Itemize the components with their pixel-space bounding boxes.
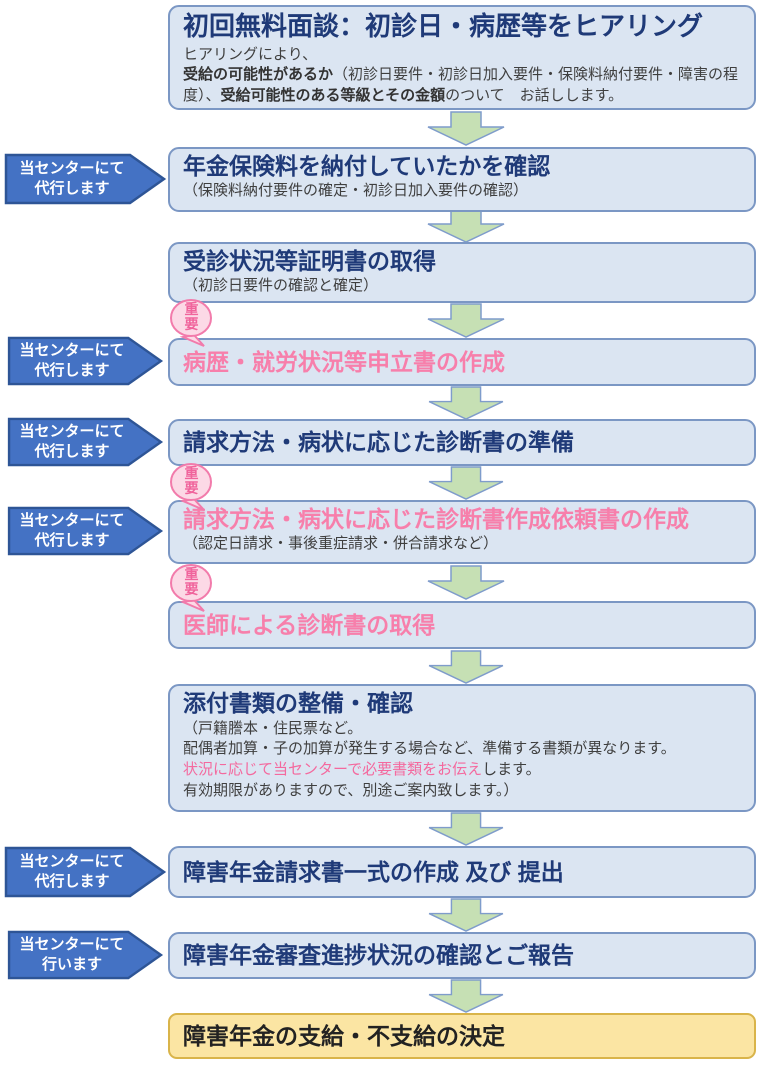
step-1-body-bold1: 受給の可能性があるか — [183, 66, 334, 84]
step-8-body-line3-highlight: 状況に応じて当センターで必要書類をお伝え — [183, 761, 483, 779]
agency-arrow-shape — [7, 930, 164, 980]
agency-label-line2: 代行します — [34, 443, 110, 460]
step-8-body-line3-rest: します。 — [482, 761, 541, 779]
step-box-7: 医師による診断書の取得 — [168, 601, 756, 649]
flow-arrow-icon — [428, 650, 504, 684]
important-stamp: 重要 — [168, 564, 214, 612]
flow-arrow-icon — [427, 111, 505, 146]
agency-label-line1: 当センターにて — [19, 511, 125, 529]
flow-arrow-icon — [428, 466, 504, 500]
step-box-3: 受診状況等証明書の取得 （初診日要件の確認と確定） — [168, 242, 756, 303]
important-stamp-bubble — [170, 564, 212, 612]
agency-label-step-10: 当センターにて 行います — [4, 930, 167, 980]
important-stamp-text: 重要 — [184, 301, 199, 332]
agency-label-line2: 代行します — [34, 180, 110, 197]
step-box-11-final-decision: 障害年金の支給・不支給の決定 — [168, 1013, 756, 1059]
agency-label-line2: 行います — [41, 956, 102, 973]
step-9-title: 障害年金請求書一式の作成 及び 提出 — [183, 858, 564, 885]
step-box-9: 障害年金請求書一式の作成 及び 提出 — [168, 846, 756, 898]
step-7-title: 医師による診断書の取得 — [183, 611, 436, 638]
step-box-10: 障害年金審査進捗状況の確認とご報告 — [168, 932, 756, 979]
step-1-body: ヒアリングにより、受給の可能性があるか（初診日要件・初診日加入要件・保険料納付要… — [183, 45, 744, 107]
important-stamp-bubble — [170, 463, 212, 511]
flow-arrow-icon — [427, 303, 505, 338]
important-stamp-bubble — [170, 299, 212, 347]
agency-label-text: 当センターにて 行います — [6, 930, 138, 980]
step-6-title: 請求方法・病状に応じた診断書作成依頼書の作成 — [183, 506, 689, 532]
step-2-title: 年金保険料を納付していたかを確認 — [183, 153, 551, 179]
agency-arrow-shape — [7, 506, 164, 556]
agency-label-line1: 当センターにて — [19, 422, 125, 440]
step-box-4: 病歴・就労状況等申立書の作成 — [168, 338, 756, 386]
step-8-body-line4: 有効期限がありますので、別途ご案内致します。） — [183, 781, 519, 799]
important-stamp-text: 重要 — [184, 566, 199, 597]
step-box-2: 年金保険料を納付していたかを確認 （保険料納付要件の確定・初診日加入要件の確認） — [168, 147, 756, 212]
step-6-subtitle: （認定日請求・事後重症請求・併合請求など） — [183, 534, 499, 552]
agency-label-step-9: 当センターにて 代行します — [4, 846, 167, 898]
flow-arrow-icon — [427, 208, 505, 243]
step-8-body: （戸籍謄本・住民票など。配偶者加算・子の加算が発生する場合など、準備する書類が異… — [183, 719, 744, 802]
step-10-title: 障害年金審査進捗状況の確認とご報告 — [183, 942, 574, 969]
step-3-subtitle: （初診日要件の確認と確定） — [183, 276, 379, 294]
agency-label-text: 当センターにて 代行します — [6, 417, 138, 467]
flow-arrow-icon — [427, 565, 505, 600]
step-box-1: 初回無料面談：初診日・病歴等をヒアリング ヒアリングにより、受給の可能性があるか… — [168, 5, 756, 110]
agency-label-text: 当センターにて 代行します — [6, 506, 138, 556]
important-stamp-text: 重要 — [184, 465, 199, 496]
step-8-body-line2: 配偶者加算・子の加算が発生する場合など、準備する書類が異なります。 — [183, 740, 676, 758]
step-11-title: 障害年金の支給・不支給の決定 — [183, 1022, 505, 1049]
agency-label-line1: 当センターにて — [19, 159, 125, 177]
step-1-body-line1: ヒアリングにより、 — [183, 45, 318, 63]
step-box-6: 請求方法・病状に応じた診断書作成依頼書の作成 （認定日請求・事後重症請求・併合請… — [168, 500, 756, 564]
step-box-5: 請求方法・病状に応じた診断書の準備 — [168, 419, 756, 466]
flow-arrow-icon — [428, 386, 504, 420]
flow-arrow-icon — [428, 812, 504, 846]
agency-label-text: 当センターにて 代行します — [6, 336, 138, 386]
step-3-title: 受診状況等証明書の取得 — [183, 248, 436, 274]
step-1-body-bold2: 受給可能性のある等級とその金額 — [220, 87, 446, 105]
agency-label-line1: 当センターにて — [19, 341, 125, 359]
agency-label-step-2: 当センターにて 代行します — [4, 153, 167, 205]
step-4-title: 病歴・就労状況等申立書の作成 — [183, 348, 505, 375]
agency-label-step-5: 当センターにて 代行します — [4, 417, 167, 467]
step-8-body-line1: （戸籍謄本・住民票など。 — [183, 719, 363, 737]
agency-label-line2: 代行します — [34, 873, 110, 890]
agency-label-text: 当センターにて 代行します — [6, 153, 138, 205]
step-1-body-mid: （初診日要件・初診日加入要件・保険料納付要件・障害の程度）、 — [183, 66, 739, 105]
flow-arrow-icon — [428, 979, 504, 1013]
agency-label-step-6: 当センターにて 代行します — [4, 506, 167, 556]
agency-arrow-shape — [7, 417, 164, 467]
flow-arrow-icon — [428, 898, 504, 932]
agency-arrow-shape — [4, 153, 167, 205]
step-8-title: 添付書類の整備・確認 — [183, 690, 413, 716]
agency-label-line2: 代行します — [34, 532, 110, 549]
important-stamp: 重要 — [168, 299, 214, 347]
step-5-title: 請求方法・病状に応じた診断書の準備 — [183, 429, 574, 456]
step-8-body-line3: 状況に応じて当センターで必要書類をお伝えします。 — [183, 760, 744, 781]
agency-arrow-shape — [7, 336, 164, 386]
step-2-subtitle: （保険料納付要件の確定・初診日加入要件の確認） — [183, 181, 529, 199]
agency-label-step-4: 当センターにて 代行します — [4, 336, 167, 386]
step-1-body-tail: のついて お話しします。 — [445, 87, 624, 105]
agency-label-text: 当センターにて 代行します — [6, 846, 138, 898]
agency-label-line2: 代行します — [34, 362, 110, 379]
agency-arrow-shape — [4, 846, 167, 898]
step-box-8: 添付書類の整備・確認 （戸籍謄本・住民票など。配偶者加算・子の加算が発生する場合… — [168, 684, 756, 812]
agency-label-line1: 当センターにて — [19, 935, 125, 953]
step-1-title: 初回無料面談：初診日・病歴等をヒアリング — [183, 11, 704, 41]
important-stamp: 重要 — [168, 463, 214, 511]
agency-label-line1: 当センターにて — [19, 852, 125, 870]
